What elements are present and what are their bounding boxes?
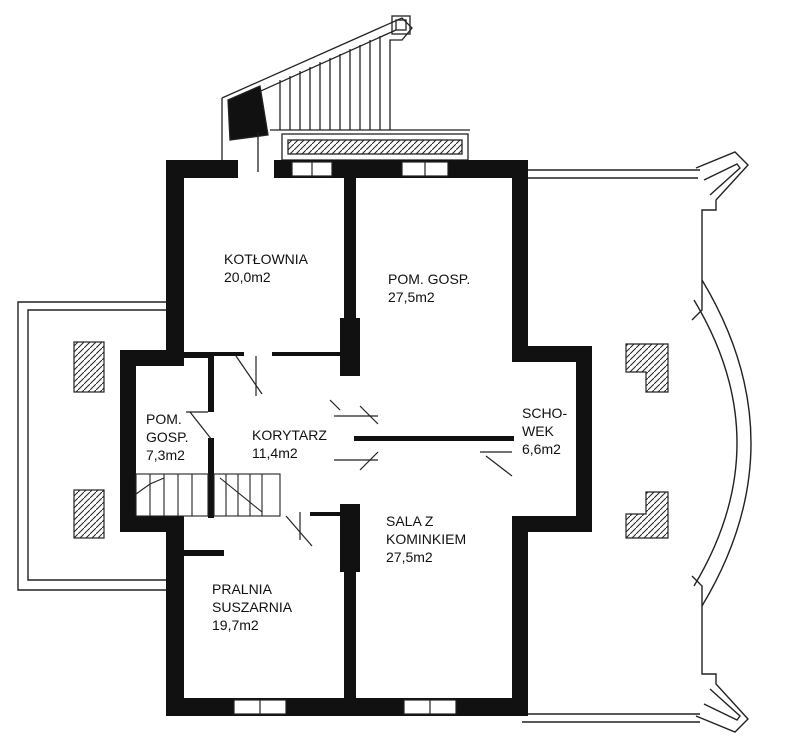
- right-terrace: [522, 151, 752, 733]
- left-terrace: [17, 301, 166, 591]
- room-name-line2: WEK: [522, 423, 554, 439]
- room-label-sala: SALA Z KOMINKIEM 27,5m2: [386, 512, 466, 566]
- room-name: KOTŁOWNIA: [224, 251, 309, 267]
- room-name: KORYTARZ: [252, 427, 327, 443]
- windows: [233, 161, 457, 715]
- room-area: 6,6m2: [522, 441, 561, 457]
- room-label-kotlownia: KOTŁOWNIA 20,0m2: [224, 250, 308, 286]
- room-area: 7,3m2: [146, 447, 185, 463]
- room-area: 27,5m2: [386, 549, 433, 565]
- room-name: POM. GOSP.: [388, 271, 471, 287]
- room-name-line1: POM.: [146, 411, 182, 427]
- room-name-line1: PRALNIA: [212, 581, 272, 597]
- room-label-pom-gosp-small: POM. GOSP. 7,3m2: [146, 410, 189, 464]
- doors: [186, 355, 513, 547]
- room-label-pom-gosp: POM. GOSP. 27,5m2: [388, 270, 470, 306]
- room-label-schowek: SCHO- WEK 6,6m2: [522, 404, 567, 458]
- room-name-line2: SUSZARNIA: [212, 599, 293, 615]
- room-area: 20,0m2: [224, 269, 271, 285]
- room-area: 11,4m2: [252, 445, 298, 461]
- room-name-line1: SALA Z: [386, 513, 434, 529]
- room-area: 27,5m2: [388, 289, 435, 305]
- exterior-stair: [221, 15, 470, 172]
- interior-stair: [135, 473, 281, 517]
- room-label-korytarz: KORYTARZ 11,4m2: [252, 426, 327, 462]
- planter-icon: [73, 341, 669, 539]
- room-area: 19,7m2: [212, 617, 259, 633]
- room-name-line2: KOMINKIEM: [386, 531, 467, 547]
- room-name-line1: SCHO-: [522, 405, 568, 421]
- room-name-line2: GOSP.: [146, 429, 189, 445]
- room-label-pralnia: PRALNIA SUSZARNIA 19,7m2: [212, 580, 292, 634]
